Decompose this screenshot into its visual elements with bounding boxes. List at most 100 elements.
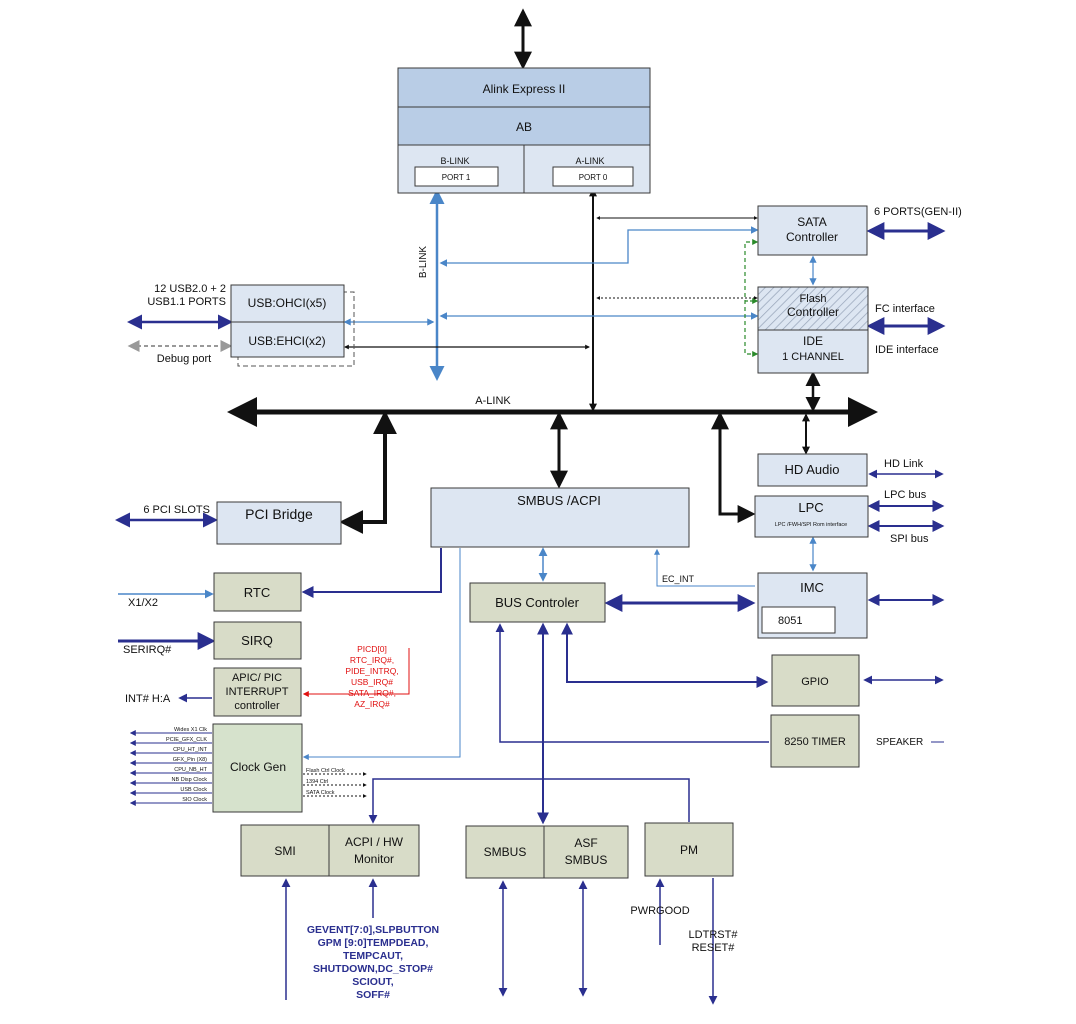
pci-block: PCI Bridge 6 PCI SLOTS	[143, 501, 342, 545]
smbus-acpi-box	[430, 487, 690, 548]
pci-bridge-label: PCI Bridge	[245, 506, 313, 522]
gpio-box	[771, 654, 860, 707]
alink-express-header	[397, 67, 651, 108]
green-dashed-link	[744, 239, 759, 357]
apic-line3: controller	[234, 700, 280, 712]
asf-box	[543, 825, 629, 879]
timer-label: 8250 TIMER	[784, 736, 846, 748]
rtc-x-label: X1/X2	[128, 597, 158, 609]
smi-acpi-block: SMI ACPI / HW Monitor	[240, 824, 420, 877]
clock-right-label-0: Flash Ctrl Clock	[306, 768, 345, 774]
usb-block: USB:OHCI(x5) USB:EHCI(x2) 12 USB2.0 + 2 …	[147, 283, 355, 367]
ide-interface-label: IDE interface	[875, 344, 939, 356]
sata-box	[757, 205, 868, 256]
hdaudio-label: HD Audio	[785, 462, 840, 477]
ab-blink-label: B-LINK	[440, 156, 469, 166]
lpc-block: LPC LPC /FWH/SPI Rom interface LPC bus S…	[754, 489, 929, 545]
clock-right-label-1: 1394 Ctrl	[306, 779, 328, 785]
timer-box	[770, 714, 860, 768]
hdlink-label: HD Link	[884, 458, 924, 470]
imc-8051-box	[761, 606, 836, 634]
smbus-acpi-label: SMBUS /ACPI	[517, 493, 601, 508]
clock-output-labels: Wides X1 ClkPCIE_GFX_CLKCPU_HT_INTGFX_Pi…	[166, 727, 345, 803]
port1-box	[414, 166, 499, 187]
apic-line2: INTERRUPT	[226, 686, 289, 698]
sata-block: SATA Controller 6 PORTS(GEN-II)	[757, 205, 962, 256]
lpc-label: LPC	[798, 500, 823, 515]
pci-bridge-box	[216, 501, 342, 545]
smbus-box	[465, 825, 545, 879]
busctl-block: BUS Controler	[469, 582, 606, 623]
sata-line2: Controller	[786, 230, 838, 244]
imc-label: IMC	[800, 580, 824, 595]
irq-signal-4: SATA_IRQ#,	[348, 688, 396, 698]
sirq-label: SIRQ	[241, 633, 273, 648]
asf-line2: SMBUS	[565, 853, 608, 867]
clock-out-label-5: NB Disp Clock	[172, 777, 208, 783]
lower-bus-pm	[543, 778, 690, 822]
pwrgood-label: PWRGOOD	[630, 905, 689, 917]
lpc-sub-label: LPC /FWH/SPI Rom interface	[775, 522, 847, 528]
irq-signal-1: RTC_IRQ#,	[350, 655, 394, 665]
usb-ports-line2: USB1.1 PORTS	[147, 296, 226, 308]
clock-out-label-0: Wides X1 Clk	[174, 727, 207, 733]
port1-label: PORT 1	[442, 173, 471, 182]
blink-vertical-label: B-LINK	[418, 246, 429, 279]
clock-right-label-2: SATA Clock	[306, 790, 335, 796]
smbus-asf-block: SMBUS ASF SMBUS	[465, 825, 629, 879]
rtc-label: RTC	[244, 585, 270, 600]
spi-bus-label: SPI bus	[890, 533, 929, 545]
gpio-block: GPIO	[771, 654, 860, 707]
pm-box	[644, 822, 734, 877]
busctl-to-gpio	[561, 622, 769, 688]
pm-block: PM PWRGOOD LDTRST# RESET#	[630, 822, 739, 954]
rtc-block: RTC X1/X2	[128, 572, 302, 612]
smi-label: SMI	[274, 844, 295, 858]
irq-signal-0: PICD[0]	[357, 644, 387, 654]
flash-line1: Flash	[800, 293, 827, 305]
imc-block: IMC 8051 EC_INT	[662, 572, 868, 639]
irq-red-line	[302, 648, 410, 697]
acpihw-line1: ACPI / HW	[345, 835, 404, 849]
clock-out-label-1: PCIE_GFX_CLK	[166, 737, 207, 743]
apic-box	[213, 667, 302, 717]
sirq-box	[213, 621, 302, 660]
flash-ide-block: Flash Controller IDE 1 CHANNEL FC interf…	[757, 286, 939, 374]
timer-block: 8250 TIMER SPEAKER	[770, 714, 923, 768]
clock-out-label-3: GFX_Pin (X8)	[173, 757, 207, 763]
smi-box	[240, 824, 330, 877]
ldtrst-label: LDTRST#	[689, 929, 739, 941]
acpi-to-clockgen	[302, 548, 461, 760]
apic-line1: APIC/ PIC	[232, 672, 282, 684]
hdaudio-box	[757, 453, 868, 487]
serirq-label: SERIRQ#	[123, 644, 172, 656]
ab-name: AB	[516, 120, 532, 134]
clock-out-label-4: CPU_NB_HT	[174, 767, 207, 773]
imc-8051-label: 8051	[778, 615, 802, 627]
clock-out-label-7: SIO Clock	[182, 797, 207, 803]
hdaudio-block: HD Audio HD Link	[757, 453, 924, 487]
gevent-signal-3: SHUTDOWN,DC_STOP#	[313, 963, 433, 975]
clockgen-box	[212, 723, 303, 813]
busctl-to-timer	[495, 623, 769, 743]
clock-out-label-6: USB Clock	[180, 787, 207, 793]
usb-ohci-label: USB:OHCI(x5)	[248, 296, 327, 310]
pci-slots-label: 6 PCI SLOTS	[143, 504, 210, 516]
ec-int-line	[654, 548, 755, 587]
sata-ports-label: 6 PORTS(GEN-II)	[874, 206, 962, 218]
connectors	[115, 8, 946, 1005]
clockgen-block: Clock Gen Wides X1 ClkPCIE_GFX_CLKCPU_HT…	[166, 723, 345, 813]
usb-ehci-label: USB:EHCI(x2)	[248, 334, 325, 348]
alink-to-pci-bridge	[339, 410, 397, 534]
ide-line1: IDE	[803, 334, 823, 348]
fc-interface-label: FC interface	[875, 303, 935, 315]
acpihw-line2: Monitor	[354, 852, 394, 866]
sata-line1: SATA	[797, 215, 827, 229]
ab-row	[397, 106, 651, 146]
smbus-label: SMBUS	[484, 845, 527, 859]
lpc-bus-label: LPC bus	[884, 489, 927, 501]
asf-line1: ASF	[574, 836, 597, 850]
busctl-label: BUS Controler	[495, 595, 579, 610]
rtc-box	[213, 572, 302, 612]
